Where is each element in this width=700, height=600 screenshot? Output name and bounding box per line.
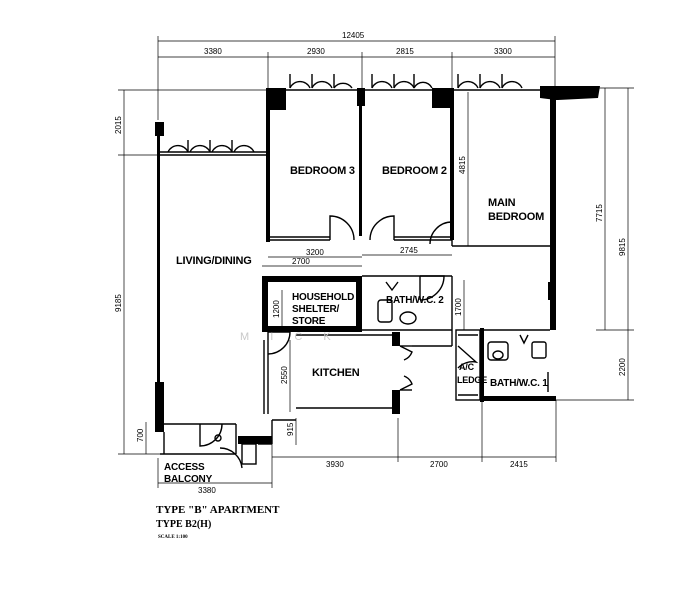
room-label-main-bedroom-1: MAIN xyxy=(488,197,516,209)
room-label-household-1: HOUSEHOLD xyxy=(292,292,354,303)
room-label-kitchen: KITCHEN xyxy=(312,367,360,379)
room-label-main-bedroom-2: BEDROOM xyxy=(488,211,544,223)
room-label-bedroom-2: BEDROOM 2 xyxy=(382,165,447,177)
dim-top-2: 2930 xyxy=(307,47,325,56)
caption-subtype-line: TYPE B2(H) xyxy=(156,519,211,530)
windows xyxy=(167,74,523,153)
dim-right-total: 9815 xyxy=(618,238,627,256)
room-label-bath-2: BATH/W.C. 2 xyxy=(386,295,444,306)
caption-type-line: TYPE "B" APARTMENT xyxy=(156,504,280,516)
room-labels: BEDROOM 3 BEDROOM 2 MAIN BEDROOM LIVING/… xyxy=(164,165,548,485)
watermark: M I C K xyxy=(240,331,340,343)
dim-bath2-top: 2745 xyxy=(400,246,418,255)
plan-caption: TYPE "B" APARTMENT TYPE B2(H) SCALE 1:10… xyxy=(156,504,280,540)
dimension-labels: 12405 3380 2930 2815 3300 2015 9185 7715… xyxy=(114,31,627,495)
room-label-living-dining: LIVING/DINING xyxy=(176,255,252,267)
room-label-access-2: BALCONY xyxy=(164,474,213,485)
dim-right-upper: 7715 xyxy=(595,204,604,222)
dim-bottom-mid2: 2700 xyxy=(430,460,448,469)
dim-bottom-left: 3380 xyxy=(198,486,216,495)
dim-left-top: 2015 xyxy=(114,116,123,134)
dim-bottom-mid: 3930 xyxy=(326,460,344,469)
room-label-access-1: ACCESS xyxy=(164,462,205,473)
dim-small-side: 915 xyxy=(286,422,295,436)
dim-balcony-side: 700 xyxy=(136,428,145,442)
fixtures xyxy=(214,281,549,442)
dim-top-3: 2815 xyxy=(396,47,414,56)
caption-scale: SCALE 1:100 xyxy=(158,535,188,540)
dim-kitchen-top: 3200 xyxy=(306,248,324,257)
room-label-bath-1: BATH/W.C. 1 xyxy=(490,378,548,389)
dim-kitchen-side: 2550 xyxy=(280,366,289,384)
walls xyxy=(155,86,600,465)
room-label-ac-ledge-1: A/C xyxy=(459,362,475,372)
dim-store-top: 2700 xyxy=(292,257,310,266)
room-label-household-3: STORE xyxy=(292,316,326,327)
dim-overall-width: 12405 xyxy=(342,31,365,40)
doors xyxy=(199,215,479,469)
dim-bedroom-depth: 4815 xyxy=(458,156,467,174)
dim-bottom-right: 2415 xyxy=(510,460,528,469)
dim-right-lower: 2200 xyxy=(618,358,627,376)
dim-bath2-side: 1700 xyxy=(454,298,463,316)
room-label-ac-ledge-2: LEDGE xyxy=(457,375,487,385)
dim-top-1: 3380 xyxy=(204,47,222,56)
room-label-household-2: SHELTER/ xyxy=(292,304,340,315)
dim-top-4: 3300 xyxy=(494,47,512,56)
dim-left-bottom: 9185 xyxy=(114,294,123,312)
dimension-lines xyxy=(118,36,634,488)
dim-store-side: 1200 xyxy=(272,300,281,318)
room-label-bedroom-3: BEDROOM 3 xyxy=(290,165,355,177)
